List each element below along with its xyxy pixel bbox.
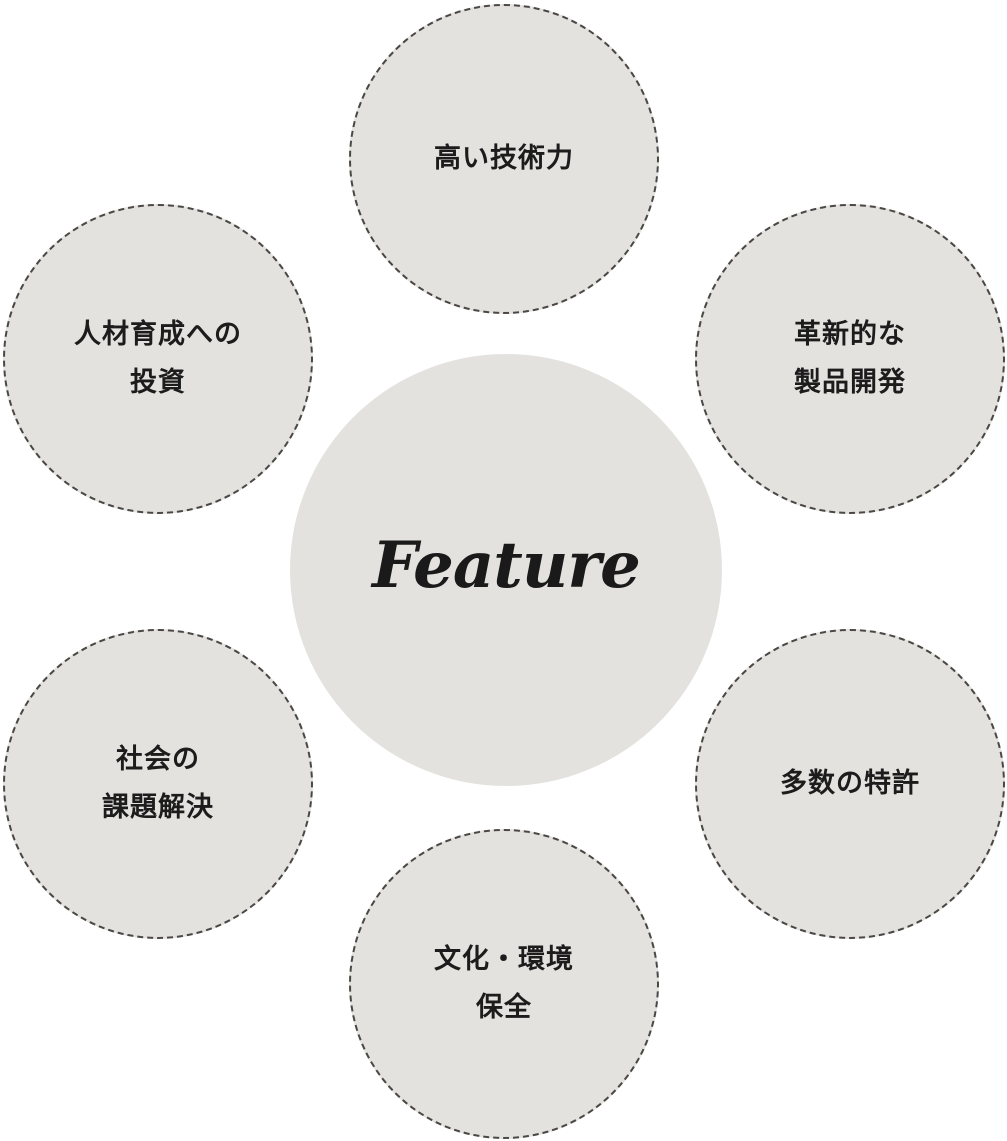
feature-label-line: 製品開発 xyxy=(794,367,906,398)
center-circle: Feature xyxy=(290,354,722,786)
feature-circle-social-issues: 社会の 課題解決 xyxy=(3,629,313,939)
feature-label-line: 保全 xyxy=(476,992,532,1023)
feature-label-line: 革新的な xyxy=(794,319,906,350)
feature-label-line: 文化・環境 xyxy=(434,944,574,975)
feature-label-line: 人材育成への xyxy=(74,319,242,350)
feature-label-social-issues: 社会の 課題解決 xyxy=(102,736,214,832)
feature-label-technology: 高い技術力 xyxy=(434,135,574,183)
feature-label-talent-investment: 人材育成への 投資 xyxy=(74,311,242,407)
feature-circle-innovation: 革新的な 製品開発 xyxy=(695,204,1005,514)
feature-label-line: 高い技術力 xyxy=(434,143,574,174)
feature-label-innovation: 革新的な 製品開発 xyxy=(794,311,906,407)
feature-label-patents: 多数の特許 xyxy=(780,760,920,808)
center-title: Feature xyxy=(372,527,641,603)
feature-label-line: 投資 xyxy=(130,367,186,398)
feature-circle-technology: 高い技術力 xyxy=(349,4,659,314)
feature-label-culture-environment: 文化・環境 保全 xyxy=(434,936,574,1032)
feature-label-line: 社会の xyxy=(116,744,200,775)
feature-label-line: 多数の特許 xyxy=(780,768,920,799)
feature-circle-patents: 多数の特許 xyxy=(695,629,1005,939)
feature-circle-culture-environment: 文化・環境 保全 xyxy=(349,829,659,1139)
feature-circle-talent-investment: 人材育成への 投資 xyxy=(3,204,313,514)
feature-label-line: 課題解決 xyxy=(102,792,214,823)
